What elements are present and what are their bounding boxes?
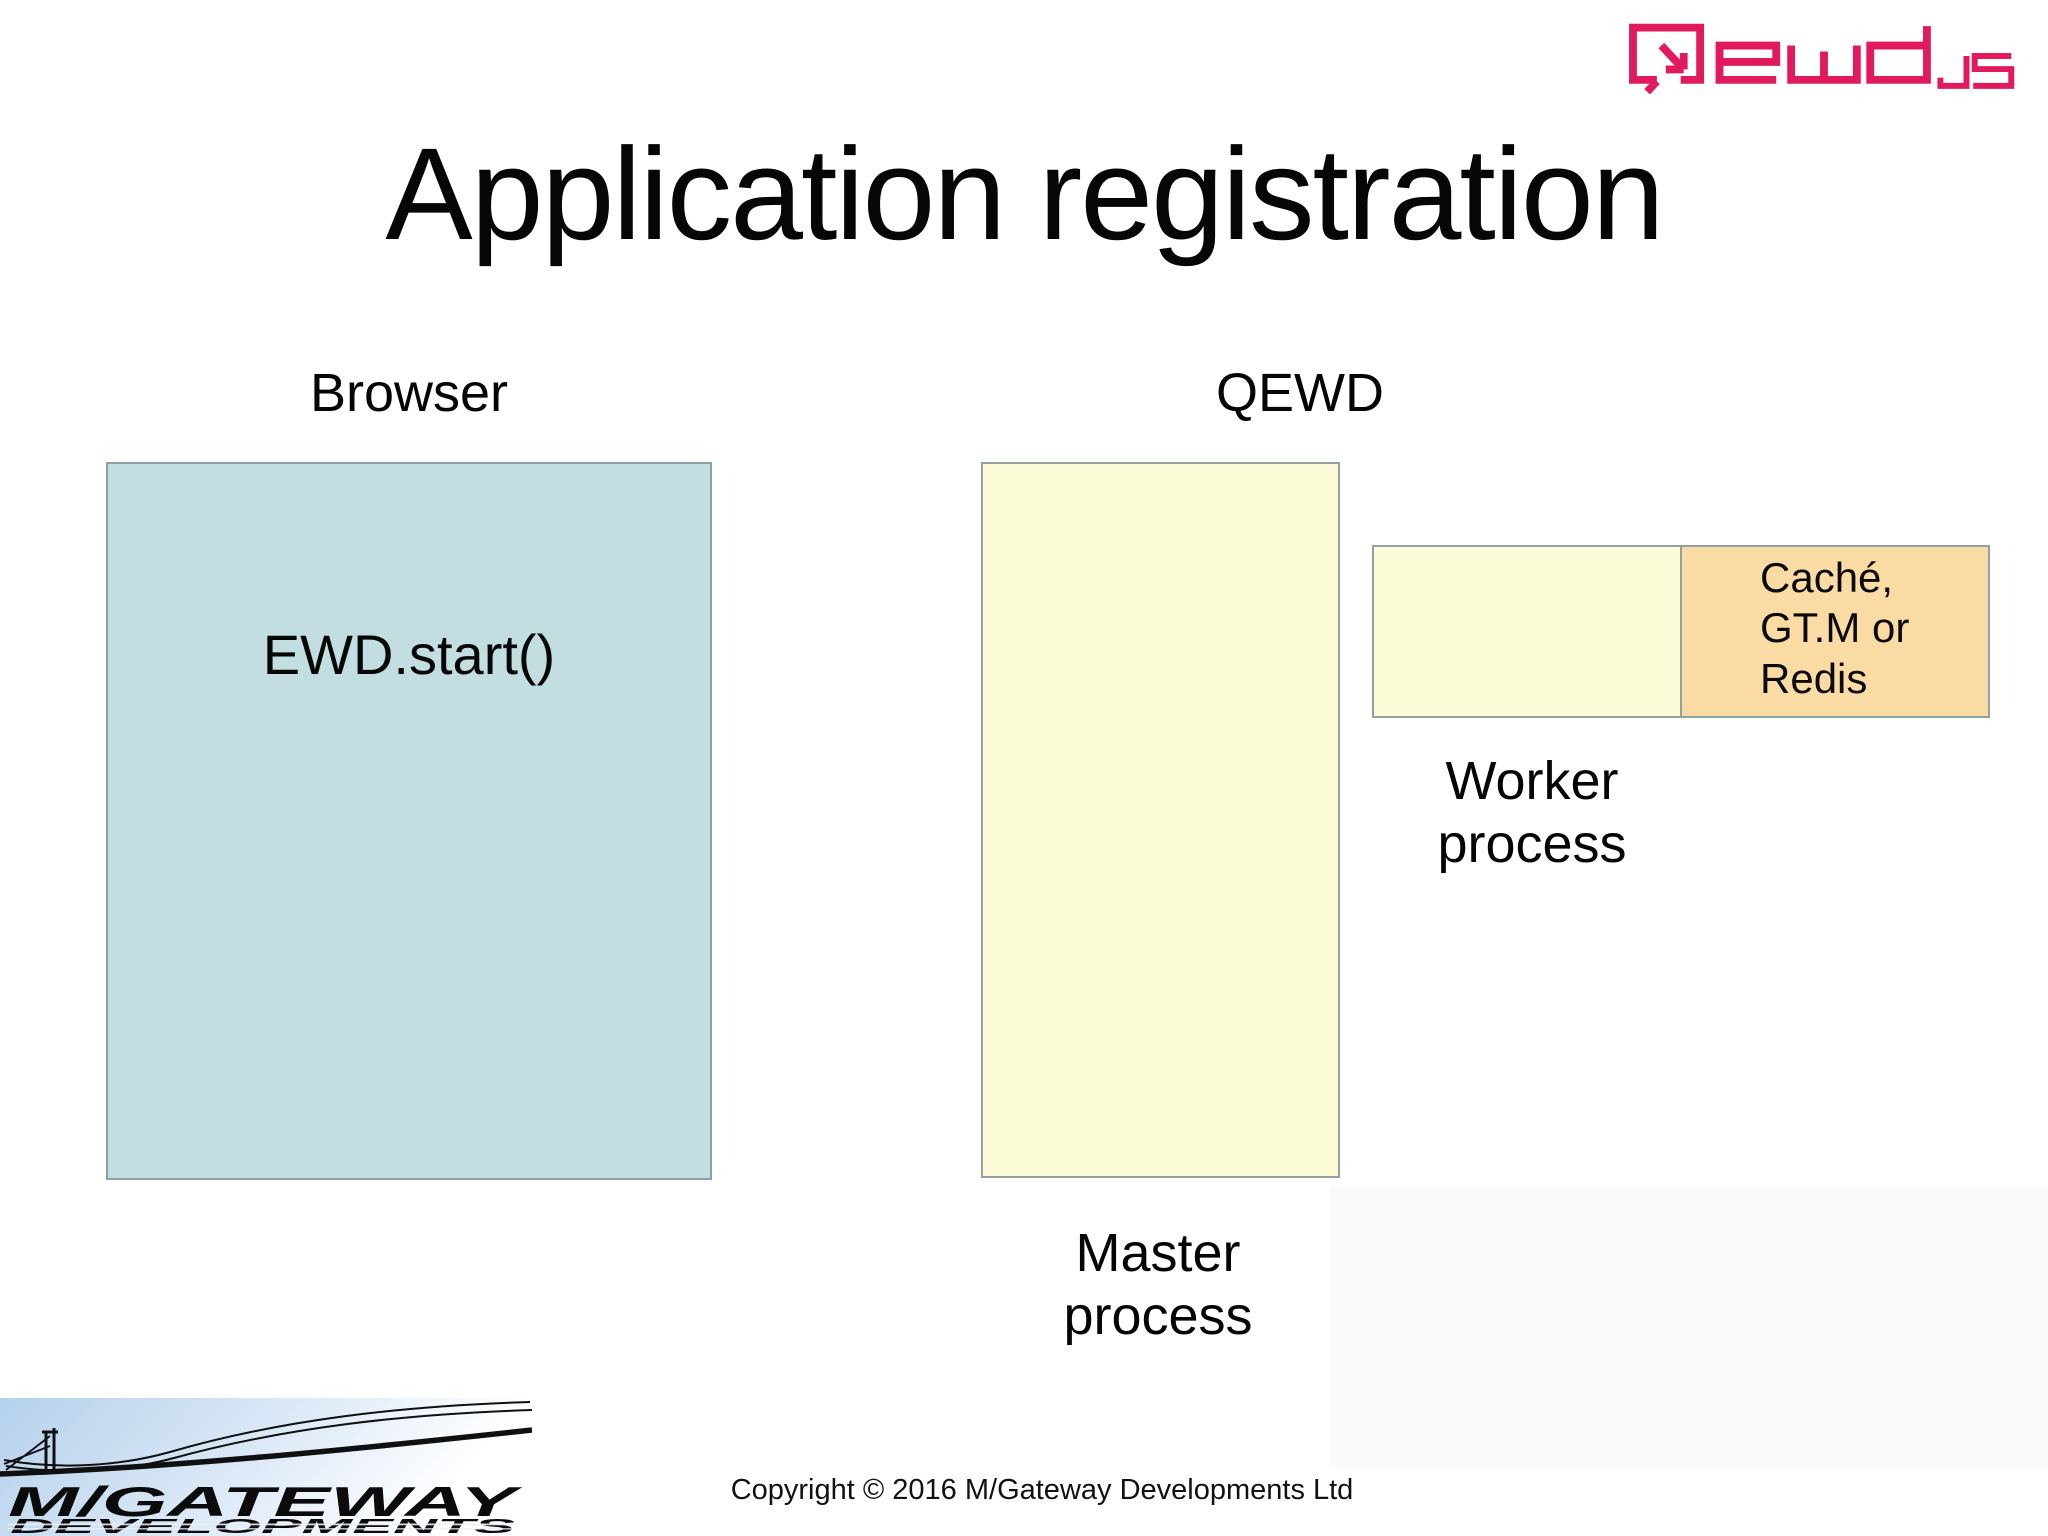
- worker-process-box: [1374, 547, 1682, 716]
- worker-label-line2: process: [1437, 813, 1627, 874]
- qewd-logo-js-suffix: [1937, 53, 2015, 89]
- qewd-logo-letter-w: [1787, 45, 1861, 84]
- database-text-line1: Caché,: [1760, 554, 1894, 601]
- mgateway-developments-text: DEVELOPMENTS: [10, 1516, 517, 1536]
- qewd-logo-q-square: [1629, 23, 1705, 84]
- worker-label-line1: Worker: [1445, 751, 1619, 811]
- database-text-line3: Redis: [1760, 654, 1868, 702]
- database-box: Caché, GT.M or Redis: [1682, 547, 1988, 716]
- ewd-start-text: EWD.start(): [262, 623, 556, 686]
- qewd-logo-letter-d: [1866, 26, 1931, 84]
- master-label-line2: process: [1063, 1285, 1253, 1346]
- qewd-label: QEWD: [1216, 363, 1384, 423]
- qewdjs-logo-icon: [1629, 23, 2015, 95]
- copyright-text: Copyright © 2016 M/Gateway Developments …: [730, 1474, 1354, 1506]
- developments-stripe-line: [8, 1528, 513, 1530]
- background-shade-band: [1330, 1186, 2048, 1468]
- master-process-label: Master process: [1008, 1222, 1308, 1347]
- qewd-logo-letter-e: [1715, 41, 1781, 84]
- worker-process-label: Worker process: [1372, 750, 1692, 875]
- browser-label: Browser: [309, 363, 509, 423]
- database-text-line2: GT.M or: [1760, 604, 1910, 652]
- master-label-line1: Master: [1075, 1223, 1241, 1283]
- bridge-art-icon: [0, 1401, 532, 1477]
- master-process-box: [981, 462, 1340, 1178]
- page-title: Application registration: [385, 120, 1664, 267]
- mgateway-wordmark: M/GATEWAY: [8, 1478, 524, 1525]
- developments-stripe-line: [8, 1523, 513, 1526]
- browser-box: EWD.start(): [106, 462, 712, 1180]
- qewd-logo-arrow-icon: [1644, 42, 1688, 95]
- worker-database-row: Caché, GT.M or Redis: [1372, 545, 1990, 718]
- mgateway-logo: M/GATEWAY DEVELOPMENTS: [0, 1398, 532, 1536]
